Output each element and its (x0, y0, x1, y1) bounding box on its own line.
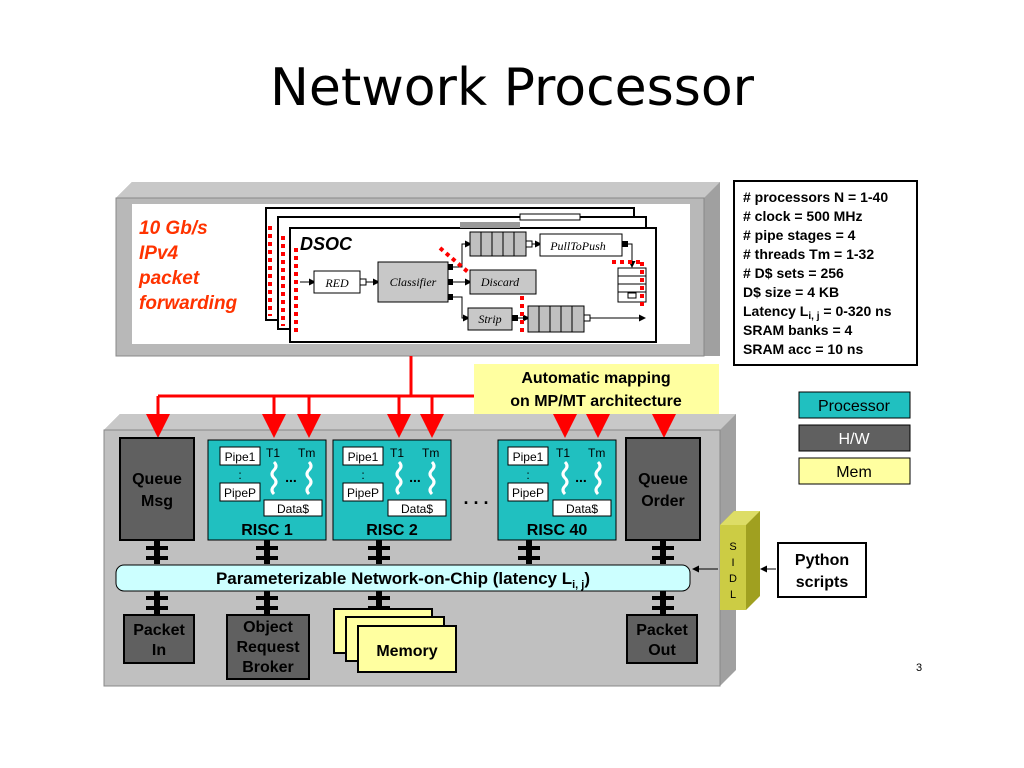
strip-block-label: Strip (478, 312, 501, 326)
risc-1-pipe1: Pipe1 (225, 450, 256, 464)
legend-hw (798, 424, 911, 452)
risc-1-label: RISC 1 (241, 522, 293, 539)
risc-1-t1: T1 (266, 446, 280, 460)
svg-text:...: ... (575, 469, 587, 485)
svg-text::: : (238, 468, 241, 482)
packet-in-block: Packet In (123, 614, 195, 664)
pulltopush-block-label: PullToPush (549, 239, 606, 253)
param-dcache-size: D$ size = 4 KB (743, 284, 839, 300)
discard-block (469, 269, 537, 295)
app-line-2: IPv4 (139, 243, 179, 264)
risc-1-block: Pipe1 : PipeP T1 Tm ... Data$ RISC 1 (207, 439, 327, 541)
python-scripts-box: Python scripts (777, 542, 867, 598)
queue-msg-line-1: Queue (132, 471, 182, 488)
python-line-2: scripts (796, 574, 849, 591)
queue-order-line-2: Order (641, 493, 685, 510)
param-processors: # processors N = 1-40 (743, 189, 888, 205)
param-sram-banks: SRAM banks = 4 (743, 322, 853, 338)
mapping-line-2: on MP/MT architecture (510, 393, 682, 410)
legend-mem-label: Mem (836, 464, 872, 481)
risc-2-data-cache: Data$ (401, 502, 433, 516)
param-pipe-stages: # pipe stages = 4 (743, 227, 856, 243)
svg-text::: : (361, 468, 364, 482)
risc-ellipsis: . . . (463, 488, 488, 508)
svg-text:...: ... (285, 469, 297, 485)
risc-2-pipep: PipeP (347, 486, 379, 500)
param-clock: # clock = 500 MHz (743, 208, 862, 224)
object-request-broker-block: Object Request Broker (226, 614, 310, 680)
sidl-letter-d: D (729, 573, 737, 585)
queue-order-line-1: Queue (638, 471, 688, 488)
risc-2-t1: T1 (390, 446, 404, 460)
risc-2-block: Pipe1 : PipeP T1 Tm ... Data$ RISC 2 (332, 439, 452, 541)
automatic-mapping-label: Automatic mapping on MP/MT architecture (474, 364, 719, 414)
orb-line-1: Object (243, 619, 293, 636)
orb-line-3: Broker (242, 659, 294, 676)
app-line-3: packet (138, 268, 200, 289)
risc-40-tm: Tm (588, 446, 605, 460)
packet-in-line-2: In (152, 642, 166, 659)
mapping-line-1: Automatic mapping (521, 370, 670, 387)
risc-40-pipe1: Pipe1 (513, 450, 544, 464)
sidl-letter-i: I (731, 557, 734, 569)
risc-40-data-cache: Data$ (566, 502, 598, 516)
risc-40-pipep: PipeP (512, 486, 544, 500)
dsoc-flow: RED Classifier Discard PullToPush (300, 231, 647, 336)
packet-out-line-2: Out (648, 642, 676, 659)
param-threads: # threads Tm = 1-32 (743, 246, 874, 262)
queue-msg-block: Queue Msg (119, 437, 195, 541)
page-title: Network Processor (269, 58, 755, 118)
risc-2-tm: Tm (422, 446, 439, 460)
queue-msg-line-2: Msg (141, 493, 173, 510)
app-line-1: 10 Gb/s (139, 218, 208, 239)
legend-processor-label: Processor (818, 398, 891, 415)
memory-block: Memory (333, 608, 457, 673)
dsoc-label: DSOC (300, 234, 353, 254)
app-line-4: forwarding (139, 293, 238, 314)
sidl-block: S I D L (720, 511, 760, 610)
network-on-chip-bar: Parameterizable Network-on-Chip (latency… (115, 564, 691, 592)
legend-mem (798, 457, 911, 485)
packet-out-line-1: Packet (636, 622, 688, 639)
red-block-label: RED (324, 276, 349, 290)
risc-2-label: RISC 2 (366, 522, 418, 539)
param-sram-acc: SRAM acc = 10 ns (743, 341, 863, 357)
classifier-block-label: Classifier (390, 275, 437, 289)
risc-40-block: Pipe1 : PipeP T1 Tm ... Data$ RISC 40 (497, 439, 617, 541)
lower-queue (527, 305, 585, 333)
queue-order-block: Queue Order (625, 437, 701, 541)
parameters-box: # processors N = 1-40 # clock = 500 MHz … (733, 180, 918, 366)
legend-processor (798, 391, 911, 419)
noc-label: Parameterizable Network-on-Chip (latency… (216, 569, 590, 591)
python-line-1: Python (795, 552, 849, 569)
risc-40-t1: T1 (556, 446, 570, 460)
memory-label: Memory (376, 643, 437, 660)
noc-connectors-top (146, 540, 674, 564)
page-number: 3 (916, 662, 922, 674)
param-latency: Latency Li, j = 0-320 ns (743, 303, 892, 322)
upper-queue (469, 231, 527, 257)
packet-in-line-1: Packet (133, 622, 185, 639)
orb-line-2: Request (236, 639, 300, 656)
risc-1-tm: Tm (298, 446, 315, 460)
risc-1-pipep: PipeP (224, 486, 256, 500)
packet-out-block: Packet Out (626, 614, 698, 664)
risc-40-label: RISC 40 (527, 522, 588, 539)
sidl-letter-s: S (729, 541, 736, 553)
discard-block-label: Discard (480, 275, 520, 289)
svg-text::: : (526, 468, 529, 482)
risc-2-pipe1: Pipe1 (348, 450, 379, 464)
svg-text:...: ... (409, 469, 421, 485)
sidl-letter-l: L (730, 589, 736, 601)
legend-hw-label: H/W (838, 431, 870, 448)
classifier-block (377, 261, 449, 303)
risc-1-data-cache: Data$ (277, 502, 309, 516)
app-description: 10 Gb/s IPv4 packet forwarding (138, 218, 238, 314)
param-dcache-sets: # D$ sets = 256 (743, 265, 844, 281)
legend: Processor H/W Mem (798, 391, 911, 485)
